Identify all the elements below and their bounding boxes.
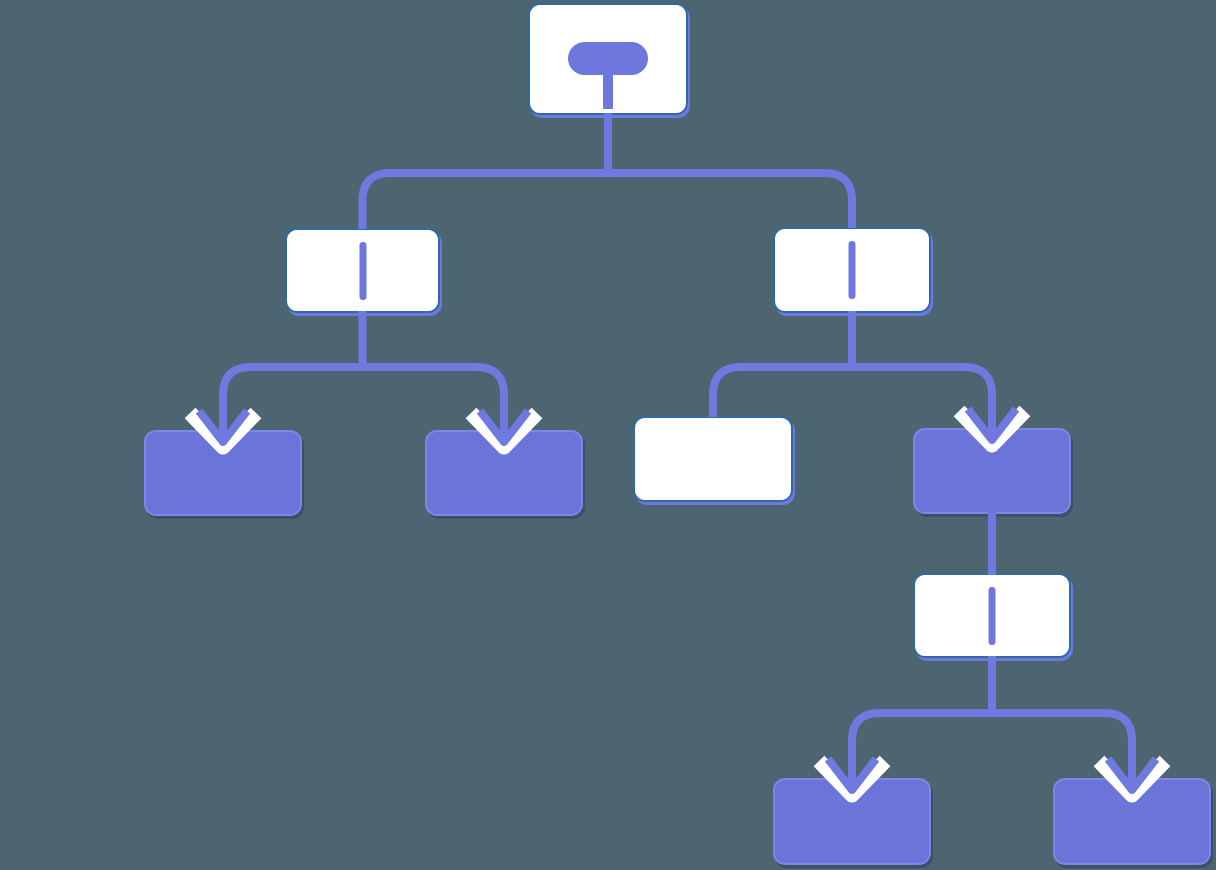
divider-bar-icon	[359, 241, 366, 300]
leaf-node-4[interactable]	[773, 778, 931, 865]
branch-node-left[interactable]	[285, 228, 440, 313]
divider-bar-icon	[988, 586, 996, 645]
empty-white-node[interactable]	[633, 416, 793, 502]
divider-bar-icon	[848, 241, 856, 299]
leaf-node-3[interactable]	[913, 428, 1071, 514]
connector-line	[709, 363, 852, 417]
leaf-node-5[interactable]	[1053, 778, 1211, 865]
connector-line	[608, 169, 856, 228]
root-node[interactable]	[528, 3, 688, 115]
subtree-pill-icon	[568, 42, 648, 75]
leaf-node-1[interactable]	[144, 430, 302, 516]
branch-node-bottom[interactable]	[913, 573, 1071, 658]
connector-line	[358, 169, 608, 229]
leaf-node-2[interactable]	[425, 430, 583, 516]
branch-node-right[interactable]	[773, 227, 931, 313]
subtree-stem-icon	[603, 73, 613, 109]
